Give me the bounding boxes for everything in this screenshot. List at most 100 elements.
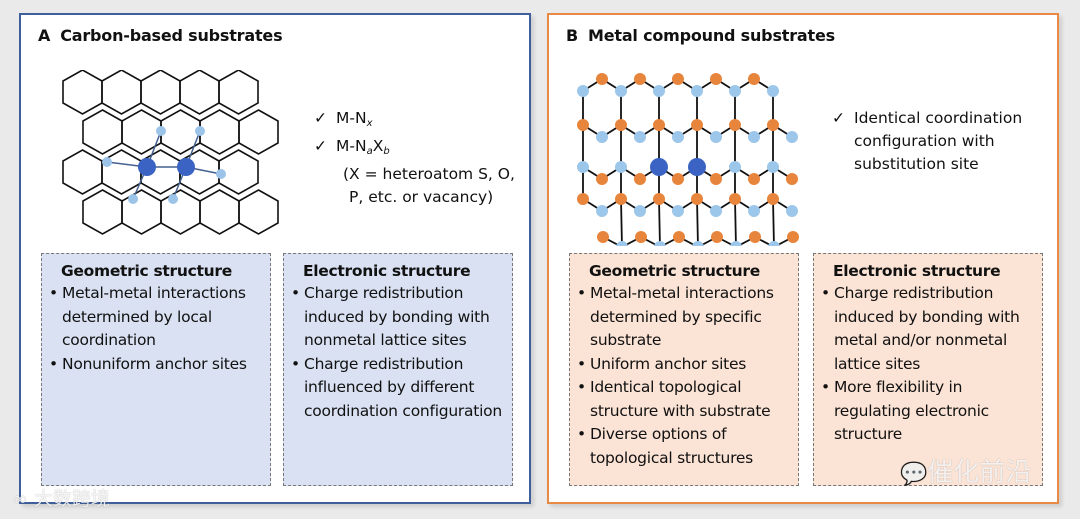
blue-atom [615, 85, 627, 97]
check-item: ✓ M-NaXb [314, 135, 515, 163]
blue-atom [634, 131, 646, 143]
orange-atom [577, 119, 589, 131]
orange-atom [691, 119, 703, 131]
hexagon-ring [160, 189, 201, 235]
blue-atom [596, 205, 608, 217]
blue-atom [748, 205, 760, 217]
blue-atom [730, 241, 742, 246]
blue-atom [672, 131, 684, 143]
metal-atom [688, 158, 706, 176]
metal-atom [138, 158, 156, 176]
blue-atom [710, 205, 722, 217]
orange-atom [596, 73, 608, 85]
orange-atom [748, 173, 760, 185]
orange-atom [729, 193, 741, 205]
blue-atom [710, 131, 722, 143]
blue-atom [691, 85, 703, 97]
orange-atom [577, 193, 589, 205]
blue-atom [615, 161, 627, 173]
hexagon-ring [101, 149, 142, 195]
wechat-icon: 💬 [900, 462, 928, 487]
hexagon-ring [179, 70, 220, 115]
bullet-item: Charge redistribution influenced by diff… [291, 353, 506, 424]
orange-atom [615, 119, 627, 131]
orange-atom [634, 73, 646, 85]
heteroatom-note: (X = heteroatom S, O, P, etc. or vacancy… [343, 165, 515, 206]
blue-atom [768, 241, 780, 246]
bullet-item: Charge redistribution induced by bonding… [291, 282, 506, 353]
check-icon: ✓ [314, 137, 327, 155]
orange-atom [635, 231, 647, 243]
bullet-item: Metal-metal interactions determined by l… [49, 282, 264, 353]
bullet-item: Charge redistribution induced by bonding… [821, 282, 1036, 376]
check-item: ✓ M-Nx [314, 107, 515, 135]
check-icon: ✓ [314, 109, 327, 127]
blue-atom [654, 241, 666, 246]
blue-atom [786, 205, 798, 217]
blue-atom [748, 131, 760, 143]
orange-atom [672, 173, 684, 185]
bullet-item: Uniform anchor sites [577, 353, 792, 377]
bond-line [734, 198, 737, 246]
geometric-structure-box: Geometric structure Metal-metal interact… [41, 253, 271, 486]
panel-b-coordination-list: ✓ Identical coordination configuration w… [832, 107, 1042, 176]
orange-atom [786, 173, 798, 185]
orange-atom [653, 119, 665, 131]
bond-line [620, 198, 623, 246]
blue-atom [634, 205, 646, 217]
orange-atom [729, 119, 741, 131]
geometric-structure-box: Geometric structure Metal-metal interact… [569, 253, 799, 486]
orange-atom [748, 73, 760, 85]
blue-atom [577, 85, 589, 97]
bond-line [696, 198, 699, 246]
watermark-logo-icon: ∞ [12, 488, 34, 510]
nitrogen-atom [128, 194, 138, 204]
watermark-right: 💬催化前沿 [900, 458, 1032, 488]
bullet-item: Identical topological structure with sub… [577, 376, 792, 423]
orange-atom [749, 231, 761, 243]
blue-atom [692, 241, 704, 246]
check-icon: ✓ [832, 109, 845, 127]
orange-atom [710, 173, 722, 185]
hexagon-ring [101, 70, 142, 115]
metal-atom [177, 158, 195, 176]
graphene-lattice-diagram [62, 70, 279, 235]
hexagon-ring [218, 149, 259, 195]
nitrogen-atom [168, 194, 178, 204]
orange-atom [653, 193, 665, 205]
hexagon-ring [238, 109, 279, 155]
hexagon-ring [140, 70, 181, 115]
hexagon-ring [121, 189, 162, 235]
bond-line [772, 198, 775, 246]
check-item: ✓ Identical coordination configuration w… [832, 107, 1042, 176]
bullet-item: Metal-metal interactions determined by s… [577, 282, 792, 353]
nitrogen-atom [216, 169, 226, 179]
box-heading: Electronic structure [303, 262, 471, 280]
panel-a-coordination-list: ✓ M-Nx ✓ M-NaXb (X = heteroatom S, O, P,… [314, 107, 515, 209]
blue-atom [767, 85, 779, 97]
blue-atom [672, 205, 684, 217]
orange-atom [615, 193, 627, 205]
orange-atom [711, 231, 723, 243]
box-heading: Electronic structure [833, 262, 1001, 280]
blue-atom [616, 241, 628, 246]
blue-atom [786, 131, 798, 143]
hexagon-ring [62, 149, 103, 195]
blue-atom [729, 161, 741, 173]
orange-atom [672, 73, 684, 85]
blue-atom [653, 85, 665, 97]
hexagon-ring [62, 70, 103, 115]
electronic-structure-box: Electronic structure Charge redistributi… [283, 253, 513, 486]
hexagon-ring [238, 189, 279, 235]
box-heading: Geometric structure [61, 262, 232, 280]
blue-atom [729, 85, 741, 97]
nitrogen-atom [195, 126, 205, 136]
orange-atom [710, 73, 722, 85]
orange-atom [673, 231, 685, 243]
nitrogen-atom [102, 157, 112, 167]
metal-atom [650, 158, 668, 176]
